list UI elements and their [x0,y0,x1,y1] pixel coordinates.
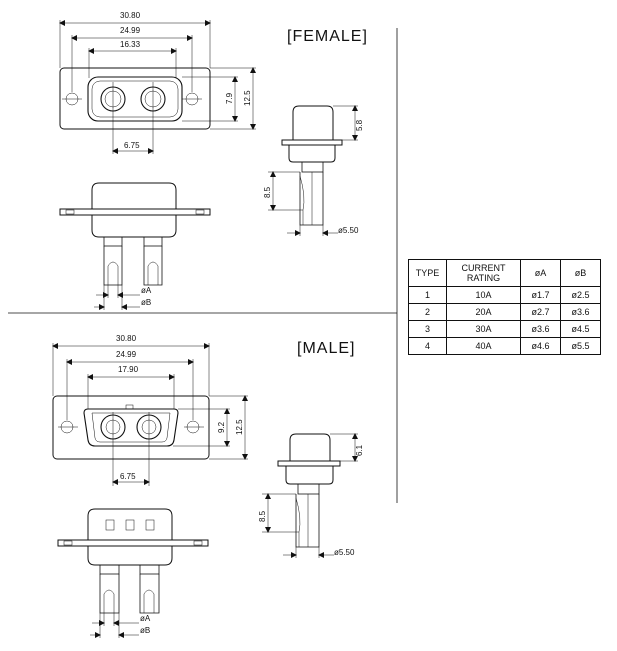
male-bottom-view: øA øB [57,508,209,638]
female-dim-pin-dia: ø5.50 [338,226,359,235]
female-dim-side-h: 5.8 [355,119,364,131]
table-row: 3 30A ø3.6 ø4.5 [408,320,601,338]
male-dim-body: 17.90 [118,365,139,374]
cell-dia-a: ø4.6 [520,337,561,355]
male-dim-overall: 30.80 [116,334,137,343]
cell-type: 3 [408,320,447,338]
cell-rating: 20A [446,303,521,321]
female-section: [FEMALE] [59,11,368,310]
cell-dia-a: ø3.6 [520,320,561,338]
female-dim-pin-len: 8.5 [263,186,272,198]
female-dim-body: 16.33 [120,40,141,49]
male-section: [MALE] [52,334,364,638]
female-side-view: 5.8 8.5 ø5.50 [263,105,364,236]
male-front-view: 30.80 24.99 17.90 6.75 9.2 12.5 [52,334,248,486]
cell-dia-b: ø4.5 [560,320,601,338]
male-dim-pin-len: 8.5 [258,510,267,522]
male-dim-flange-h: 12.5 [235,419,244,435]
cell-rating: 40A [446,337,521,355]
female-dim-a: øA [141,286,152,295]
female-dim-pitch: 6.75 [124,141,140,150]
header-type: TYPE [408,259,447,287]
table-row: 2 20A ø2.7 ø3.6 [408,303,601,321]
cell-dia-b: ø5.5 [560,337,601,355]
header-current-rating: CURRENT RATING [446,259,521,287]
current-rating-table: TYPE CURRENT RATING øA øB 1 10A ø1.7 ø2.… [408,259,601,355]
male-side-view: 6.1 8.5 ø5.50 [258,433,364,558]
male-dim-a: øA [140,614,151,623]
header-dia-b: øB [560,259,601,287]
cell-rating: 30A [446,320,521,338]
cell-dia-a: ø1.7 [520,286,561,304]
male-dim-pin-dia: ø5.50 [334,548,355,557]
header-dia-a: øA [520,259,561,287]
female-dim-holes: 24.99 [120,26,141,35]
table-row: 4 40A ø4.6 ø5.5 [408,337,601,355]
female-dim-b: øB [141,298,151,307]
male-dim-b: øB [140,626,150,635]
cell-type: 4 [408,337,447,355]
female-dim-body-h: 7.9 [225,92,234,104]
cell-dia-a: ø2.7 [520,303,561,321]
cell-dia-b: ø3.6 [560,303,601,321]
male-dim-body-h: 9.2 [217,421,226,433]
cell-type: 2 [408,303,447,321]
male-dim-side-h: 6.1 [355,444,364,456]
female-dim-overall: 30.80 [120,11,141,20]
cell-dia-b: ø2.5 [560,286,601,304]
table-header-row: TYPE CURRENT RATING øA øB [408,259,601,287]
male-dim-pitch: 6.75 [120,472,136,481]
female-front-view: 30.80 24.99 16.33 6.75 7.9 12.5 [59,11,256,154]
cell-type: 1 [408,286,447,304]
male-label: [MALE] [297,340,355,357]
male-dim-holes: 24.99 [116,350,137,359]
female-label: [FEMALE] [287,28,368,45]
table-row: 1 10A ø1.7 ø2.5 [408,286,601,304]
female-bottom-view: øA øB [59,182,211,310]
cell-rating: 10A [446,286,521,304]
female-dim-flange-h: 12.5 [243,90,252,106]
